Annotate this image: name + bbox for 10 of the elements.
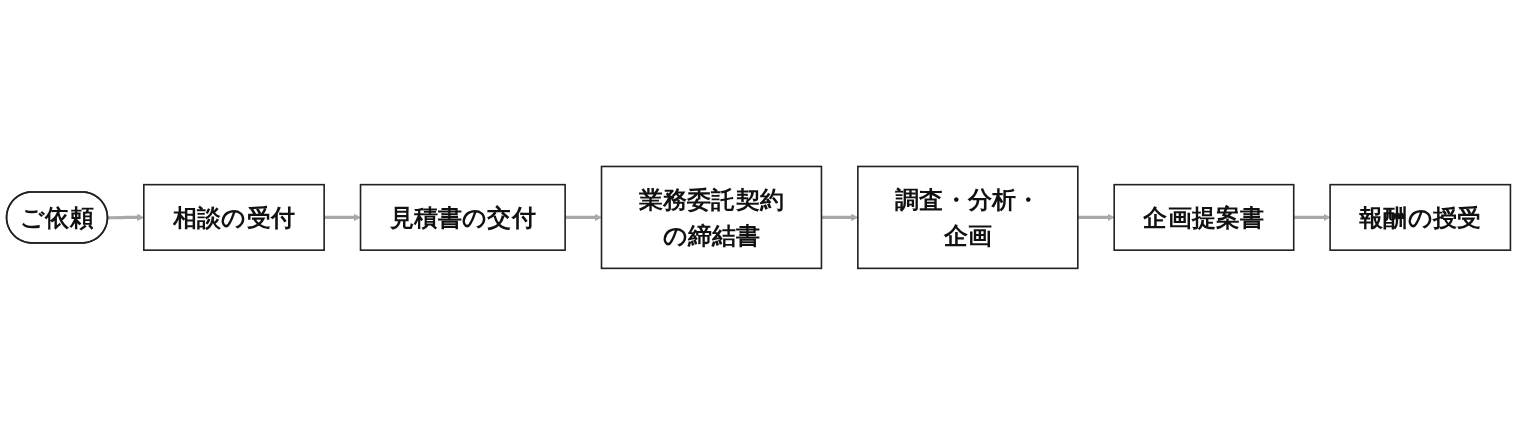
node-box: 業務委託契約の締結書 bbox=[600, 165, 823, 270]
node-box: 相談の受付 bbox=[143, 183, 325, 252]
arrow bbox=[565, 213, 602, 222]
node-box: 見積書の交付 bbox=[359, 183, 566, 252]
node-box: 調査・分析・企画 bbox=[857, 165, 1079, 270]
node-box: 報酬の授受 bbox=[1329, 183, 1512, 252]
arrow bbox=[1293, 213, 1331, 222]
arrow bbox=[1077, 213, 1115, 222]
arrow bbox=[324, 213, 361, 222]
node-box: 企画提案書 bbox=[1113, 183, 1295, 252]
